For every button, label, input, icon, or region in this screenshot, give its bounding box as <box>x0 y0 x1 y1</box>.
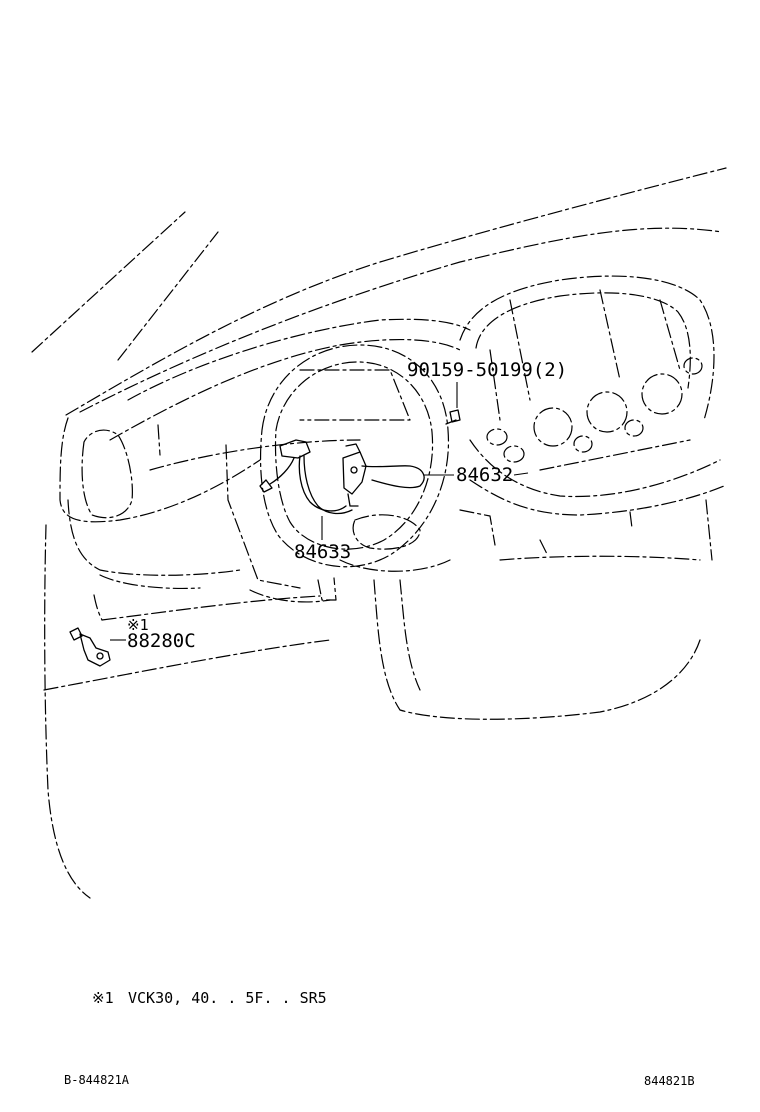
windshield-outline <box>31 167 727 416</box>
bolt-part <box>445 409 461 425</box>
label-switch: 84632 <box>456 464 513 486</box>
footnote-mark: ※1 <box>92 989 114 1007</box>
label-sensor-mark: ※1 <box>127 616 149 634</box>
steering-wheel <box>249 344 701 720</box>
footer-left-code: B-844821A <box>64 1073 130 1087</box>
center-console <box>459 275 725 561</box>
dashboard-outline <box>43 318 471 899</box>
leader-lines <box>110 382 529 641</box>
label-bolt: 90159-50199(2) <box>407 359 567 381</box>
wire-harness-part <box>259 439 353 515</box>
sensor-part <box>69 627 111 667</box>
footer-right-code: 844821B <box>644 1074 695 1088</box>
combination-switch-part <box>342 443 425 507</box>
footnote-text: VCK30, 40. . 5F. . SR5 <box>128 989 327 1007</box>
label-harness: 84633 <box>294 541 351 563</box>
label-sensor: 88280C <box>127 630 196 652</box>
